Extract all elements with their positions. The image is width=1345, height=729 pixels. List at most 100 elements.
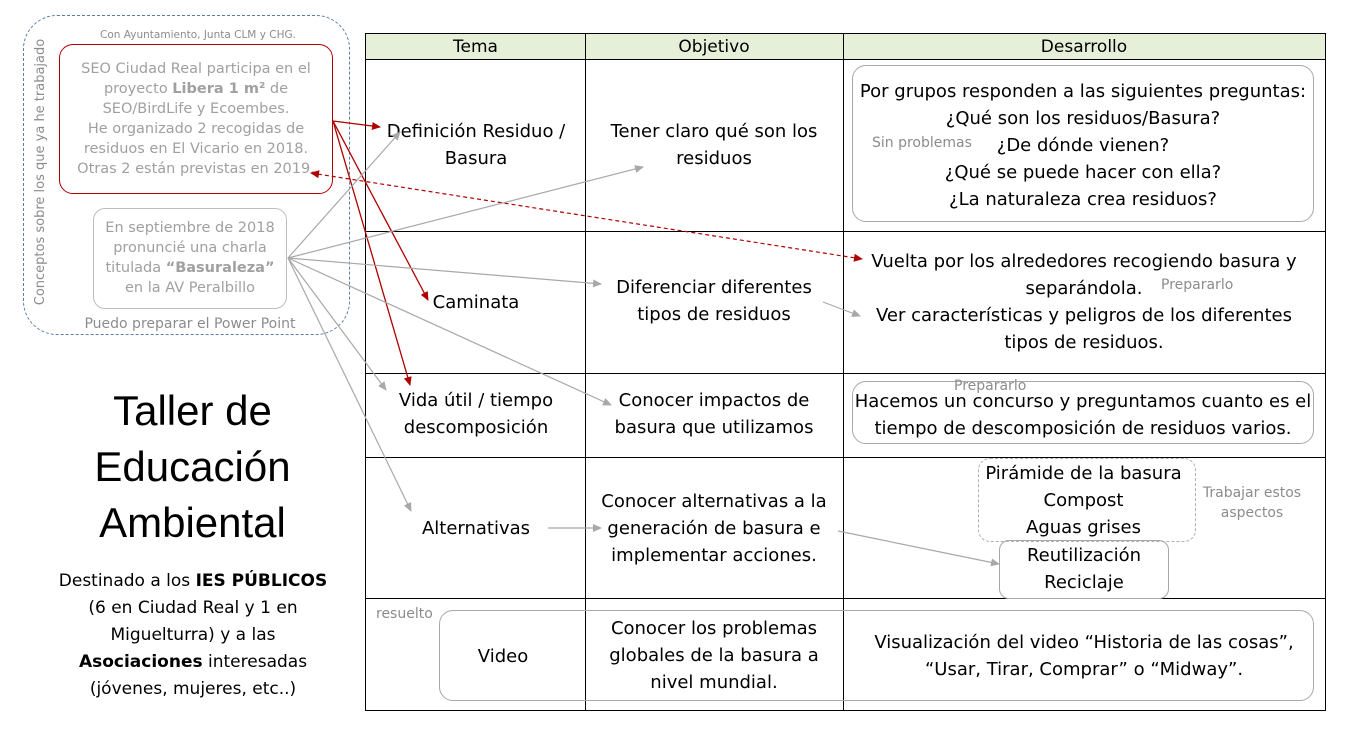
cell-line: Tener claro qué son los	[610, 121, 818, 142]
libera-bold: Libera 1 m²	[172, 81, 266, 97]
seo-line: residuos en El Vicario en 2018.	[83, 141, 309, 157]
cell-line: nivel mundial.	[650, 671, 778, 693]
note-line: aspectos	[1220, 505, 1284, 521]
row3-desarrollo: Hacemos un concurso y preguntamos cuanto…	[852, 387, 1314, 443]
title-line: Taller de	[113, 387, 272, 434]
cell-line: tipos de residuos	[637, 304, 791, 325]
sin-problemas-note: Sin problemas	[872, 135, 972, 151]
row2-objetivo: Diferenciar diferentes tipos de residuos	[586, 273, 842, 329]
charla-line: titulada “Basuraleza”	[95, 258, 285, 278]
cell-line: “Usar, Tirar, Comprar” o “Midway”.	[924, 659, 1244, 680]
audience-part: interesadas	[202, 652, 308, 672]
ies-bold: IES PÚBLICOS	[195, 571, 328, 591]
row1-objetivo: Tener claro qué son los residuos	[586, 117, 842, 173]
row3-objetivo: Conocer impactos de basura que utilizamo…	[586, 386, 842, 442]
charla-line-part: titulada	[105, 260, 166, 276]
cell-line: Compost	[1043, 489, 1124, 511]
seo-line: SEO Ciudad Real participa en el	[81, 61, 311, 77]
seo-line-part: de	[265, 81, 289, 97]
seo-line: Otras 2 están previstas en 2019.	[77, 161, 315, 177]
title-line: Ambiental	[99, 499, 286, 546]
trabajar-note: Trabajar estos aspectos	[1200, 483, 1304, 523]
cell-line: Visualización del video “Historia de las…	[874, 632, 1294, 653]
cell-line: Pirámide de la basura	[985, 462, 1182, 484]
row4-objetivo: Conocer alternativas a la generación de …	[586, 487, 842, 569]
cell-line: Diferenciar diferentes	[616, 277, 812, 298]
row4-desarrollo-a: Pirámide de la basura Compost Aguas gris…	[978, 459, 1189, 541]
audience-line: (jóvenes, mujeres, etc..)	[89, 679, 297, 699]
seo-line: proyecto Libera 1 m² de	[62, 79, 330, 99]
row-divider	[366, 231, 1325, 232]
resuelto-note: resuelto	[376, 606, 433, 622]
basuraleza-bold: “Basuraleza”	[165, 260, 275, 276]
seo-line-part: proyecto	[103, 81, 173, 97]
cell-line: implementar acciones.	[611, 544, 817, 566]
cell-line: separándola.	[1025, 278, 1143, 299]
cell-line: globales de la basura a	[609, 644, 819, 666]
row4-desarrollo-b: Reutilización Reciclaje	[999, 541, 1169, 597]
row5-desarrollo: Visualización del video “Historia de las…	[848, 628, 1320, 684]
seo-project-box	[59, 44, 333, 194]
note-line: Trabajar estos	[1202, 485, 1302, 501]
pyramid-dashed-box	[978, 458, 1196, 542]
cell-line: ¿La naturaleza crea residuos?	[949, 188, 1217, 210]
seo-line: SEO/BirdLife y Ecoembes.	[102, 101, 290, 117]
cell-line: Video	[477, 645, 529, 667]
charla-text: En septiembre de 2018 pronuncié una char…	[95, 218, 285, 298]
row3-tema: Vida útil / tiempo descomposición	[367, 386, 585, 442]
prepararlo-note: Prepararlo	[954, 378, 1027, 394]
header-desarrollo: Desarrollo	[843, 34, 1325, 60]
audience-part: Destinado a los	[58, 571, 196, 591]
cell-line: Alternativas	[421, 517, 531, 539]
cell-line: generación de basura e	[607, 517, 821, 539]
workshop-title: Taller de Educación Ambiental	[60, 383, 325, 551]
video-row-box	[439, 610, 1314, 701]
cell-line: Reciclaje	[1044, 572, 1124, 593]
contest-box	[852, 381, 1314, 444]
cell-line: ¿Qué son los residuos/Basura?	[945, 107, 1221, 129]
cell-line: Conocer alternativas a la	[601, 490, 827, 512]
cell-line: residuos	[676, 148, 752, 169]
header-tema: Tema	[366, 34, 585, 60]
questions-box	[852, 65, 1314, 222]
row-divider	[366, 457, 1325, 458]
cell-line: Definición Residuo /	[386, 121, 566, 142]
header-objetivo: Objetivo	[585, 34, 843, 60]
charla-line: En septiembre de 2018	[105, 220, 275, 236]
cell-line: tiempo de descomposición de residuos var…	[874, 418, 1292, 439]
seo-project-text: SEO Ciudad Real participa en el proyecto…	[62, 59, 330, 179]
charla-line: pronuncié una charla	[113, 240, 267, 256]
collaboration-note: Con Ayuntamiento, Junta CLM y CHG.	[100, 29, 296, 41]
charla-box	[93, 208, 287, 309]
concepts-vertical-label: Conceptos sobre los que ya he trabajado	[33, 38, 48, 306]
title-line: Educación	[94, 443, 291, 490]
cell-line: Ver características y peligros de los di…	[876, 305, 1292, 326]
audience-line: Asociaciones interesadas	[48, 649, 338, 676]
asociaciones-bold: Asociaciones	[78, 652, 203, 672]
cell-line: Aguas grises	[1026, 516, 1141, 538]
audience-line: Destinado a los IES PÚBLICOS	[48, 568, 338, 595]
reuse-box	[999, 540, 1169, 599]
cell-line: Reutilización	[1026, 545, 1142, 566]
cell-line: Por grupos responden a las siguientes pr…	[859, 80, 1307, 102]
seo-line: He organizado 2 recogidas de	[87, 121, 305, 137]
cell-line: Vida útil / tiempo	[398, 390, 554, 411]
row-divider	[366, 598, 1325, 599]
cell-line: Basura	[444, 148, 508, 169]
column-divider	[843, 34, 844, 710]
cell-line: Conocer los problemas	[610, 617, 818, 639]
cell-line: Vuelta por los alrededores recogiendo ba…	[871, 251, 1297, 272]
row2-tema: Caminata	[367, 288, 585, 316]
row1-desarrollo: Por grupos responden a las siguientes pr…	[852, 77, 1314, 213]
cell-line: Caminata	[432, 291, 520, 313]
row1-tema: Definición Residuo / Basura	[367, 117, 585, 173]
cell-line: Hacemos un concurso y preguntamos cuanto…	[854, 391, 1312, 412]
row2-desarrollo: Vuelta por los alrededores recogiendo ba…	[848, 247, 1320, 357]
row5-tema: Video	[440, 642, 566, 670]
row4-tema: Alternativas	[367, 514, 585, 542]
cell-line: tipos de residuos.	[1004, 332, 1164, 353]
audience-line: (6 en Ciudad Real y 1 en	[88, 598, 298, 618]
cell-line: ¿Qué se puede hacer con ella?	[944, 161, 1222, 183]
cell-line: Conocer impactos de	[618, 390, 810, 411]
charla-line: en la AV Peralbillo	[125, 280, 255, 296]
